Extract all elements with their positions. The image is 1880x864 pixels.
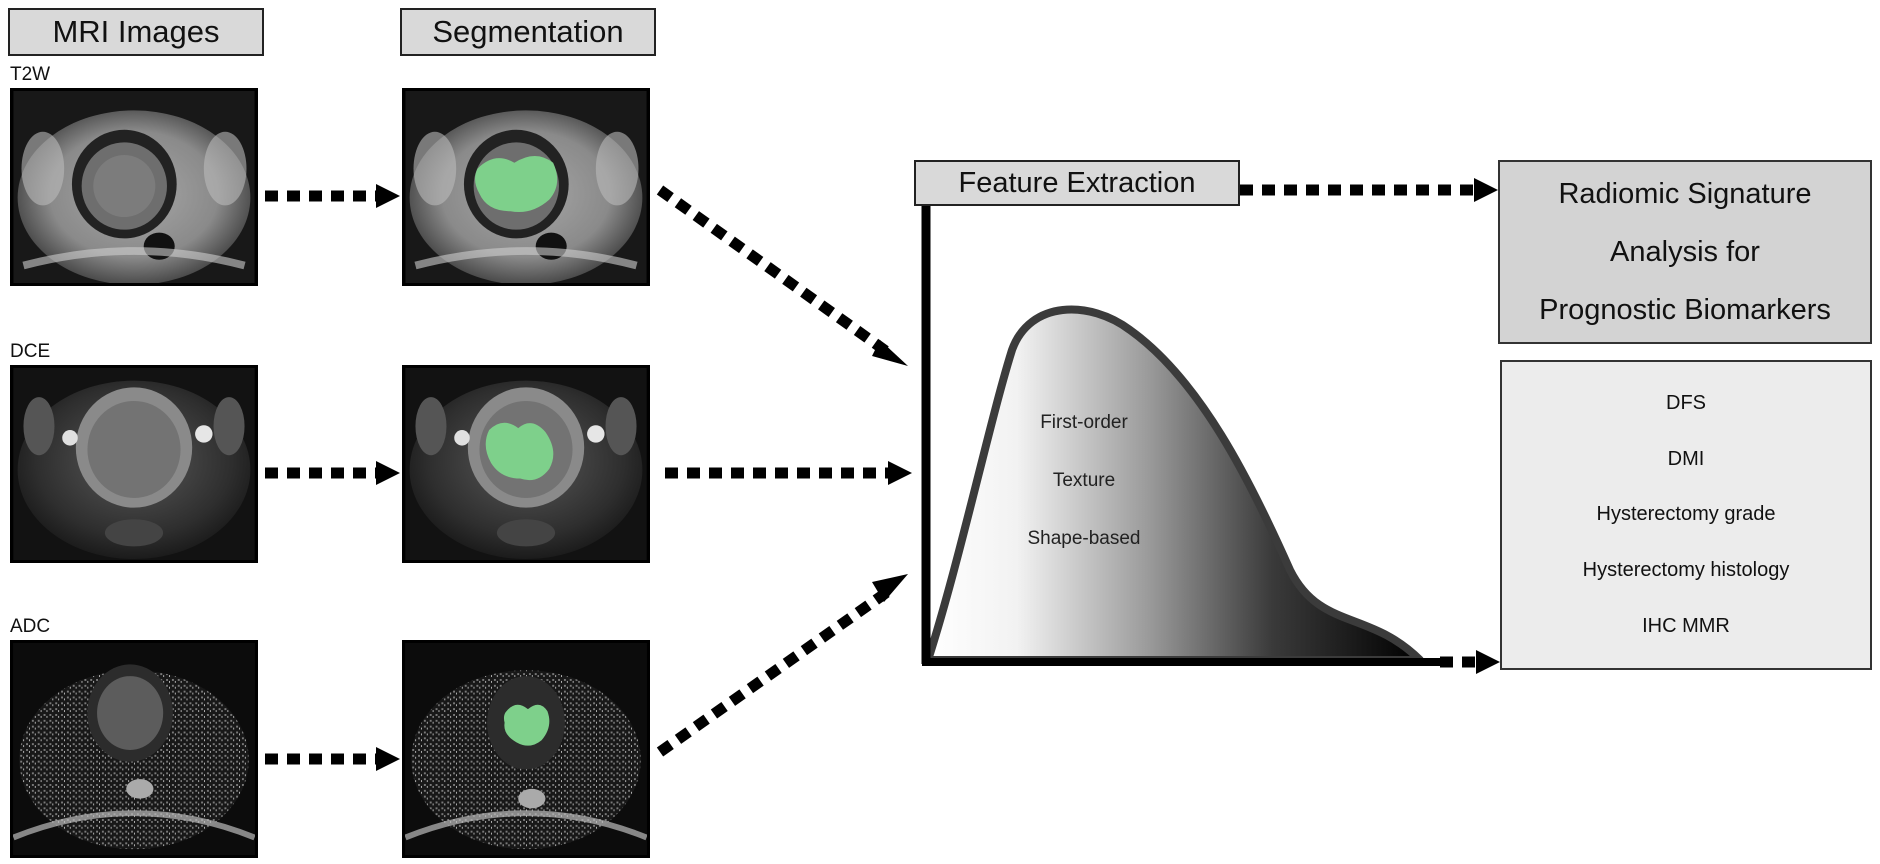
biomarker-ihc-mmr: IHC MMR xyxy=(1642,614,1730,637)
biomarker-dmi: DMI xyxy=(1667,447,1705,470)
segmentation-adc-graphic xyxy=(405,643,647,855)
arrow-adc-to-segmentation xyxy=(265,747,400,771)
feature-texture: Texture xyxy=(1052,470,1116,491)
arrow-curve-to-biomarkers xyxy=(1440,650,1500,674)
segmentation-header: Segmentation xyxy=(400,8,656,56)
biomarker-hysterectomy-grade: Hysterectomy grade xyxy=(1596,503,1776,526)
biomarker-hysterectomy-histology: Hysterectomy histology xyxy=(1582,559,1790,582)
mri-dce-graphic xyxy=(13,368,255,560)
signature-line-3: Prognostic Biomarkers xyxy=(1539,294,1831,326)
mri-images-header: MRI Images xyxy=(8,8,264,56)
segmentation-dce-graphic xyxy=(405,368,647,560)
mri-image-dce xyxy=(10,365,258,563)
mri-image-t2w xyxy=(10,88,258,286)
signature-line-2: Analysis for xyxy=(1610,236,1760,268)
signature-line-1: Radiomic Signature xyxy=(1558,178,1812,210)
biomarker-dfs: DFS xyxy=(1666,392,1706,415)
segmentation-t2w-graphic xyxy=(405,91,647,283)
sequence-label-t2w: T2W xyxy=(10,64,51,85)
segmentation-mask-dce xyxy=(485,422,554,481)
segmentation-header-text: Segmentation xyxy=(432,14,624,49)
arrow-adc-segmentation-to-features xyxy=(656,574,908,757)
mri-t2w-graphic xyxy=(13,91,255,283)
segmentation-mask-adc xyxy=(503,704,550,746)
segmentation-image-adc xyxy=(402,640,650,858)
mri-image-adc xyxy=(10,640,258,858)
biomarker-list-box: DFS DMI Hysterectomy grade Hysterectomy … xyxy=(1500,360,1872,670)
segmentation-mask-t2w xyxy=(475,155,558,213)
segmentation-image-dce xyxy=(402,365,650,563)
segmentation-image-t2w xyxy=(402,88,650,286)
arrow-dce-to-segmentation xyxy=(265,461,400,485)
sequence-label-dce: DCE xyxy=(10,341,51,362)
feature-extraction-header: Feature Extraction xyxy=(914,160,1240,206)
arrow-features-to-signature xyxy=(1240,178,1498,202)
mri-adc-graphic xyxy=(13,643,255,855)
sequence-label-adc: ADC xyxy=(10,616,51,637)
radiomic-signature-box: Radiomic Signature Analysis for Prognost… xyxy=(1498,160,1872,344)
feature-first-order: First-order xyxy=(1040,412,1128,433)
arrow-dce-segmentation-to-features xyxy=(665,461,912,485)
arrow-t2w-segmentation-to-features xyxy=(656,185,908,366)
mri-images-header-text: MRI Images xyxy=(52,14,220,49)
arrow-t2w-to-segmentation xyxy=(265,184,400,208)
feature-extraction-header-text: Feature Extraction xyxy=(958,166,1196,199)
feature-shape-based: Shape-based xyxy=(1027,528,1141,549)
